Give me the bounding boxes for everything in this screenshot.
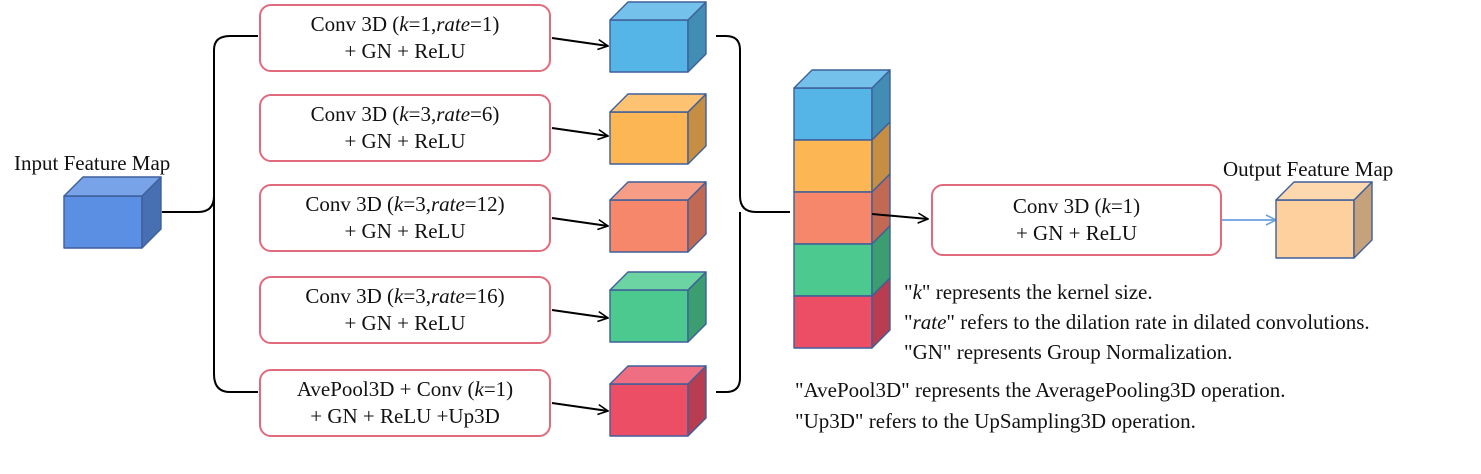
branch-box-3: Conv 3D (k=3,rate=12) + GN + ReLU [259, 184, 551, 252]
stack-layer-3-front [793, 191, 873, 245]
note-gn: "GN" represents Group Normalization. [904, 340, 1233, 364]
stack-layer-5-front [793, 295, 873, 349]
branch-cube-5-top [609, 365, 707, 385]
note-rate-word: rate [912, 310, 947, 334]
branch-4-mid: =3, [403, 283, 431, 308]
note-rate-text: " refers to the dilation rate in dilated… [946, 310, 1370, 334]
branch-cube-5 [609, 365, 707, 437]
branch-arrow-1 [551, 37, 608, 46]
stack-layer-5-side [871, 277, 891, 349]
branch-2-k: k [399, 101, 409, 126]
note-kernel-text: " represents the kernel size. [921, 280, 1153, 304]
concat-brace [716, 35, 790, 393]
branch-2-mid: =3, [408, 101, 437, 126]
branch-box-4: Conv 3D (k=3,rate=16) + GN + ReLU [259, 276, 551, 344]
branch-cubes [609, 1, 707, 437]
branch-3-rate: rate [430, 191, 465, 216]
branch-5-line2: + GN + ReLU +Up3D [310, 404, 500, 428]
output-cube-top [1275, 181, 1373, 201]
branch-cube-4 [609, 271, 707, 343]
branch-box-5: AvePool3D + Conv (k=1) + GN + ReLU +Up3D [259, 369, 551, 437]
output-feature-cube [1275, 181, 1373, 259]
branch-1-mid: =1, [408, 11, 437, 36]
stack-layer-5 [793, 277, 891, 349]
branch-3-k: k [394, 191, 404, 216]
stack-layer-2-front [793, 139, 873, 193]
input-cube-front [63, 195, 143, 249]
branch-1-pre: Conv 3D ( [310, 11, 400, 36]
branch-cube-1-front [609, 19, 689, 73]
output-cube-front [1275, 199, 1355, 259]
branch-5-mid: =1) [483, 376, 514, 401]
final-conv-box: Conv 3D (k=1) + GN + ReLU [931, 184, 1222, 256]
branch-1-line2: + GN + ReLU [344, 39, 466, 63]
branch-cube-1 [609, 1, 707, 73]
branch-cube-3-front [609, 199, 689, 253]
branch-cube-5-front [609, 383, 689, 437]
note-kernel: "k" represents the kernel size. [904, 280, 1153, 304]
branch-cube-2 [609, 93, 707, 165]
branch-arrow-2 [551, 127, 608, 136]
final-k: k [1101, 193, 1111, 218]
input-cube [63, 176, 162, 249]
branch-cube-3 [609, 181, 707, 253]
stack-layer-1-top [793, 69, 891, 89]
stack-layer-4 [793, 225, 891, 297]
input-label: Input Feature Map [14, 151, 171, 175]
concat-arrow [871, 214, 928, 219]
branch-1-k: k [399, 11, 409, 36]
stack-layer-4-front [793, 243, 873, 297]
note-up3d: "Up3D" refers to the UpSampling3D operat… [795, 409, 1196, 433]
final-line2: + GN + ReLU [1015, 221, 1138, 245]
branch-box-2: Conv 3D (k=3,rate=6) + GN + ReLU [259, 94, 551, 162]
branch-4-pre: Conv 3D ( [305, 283, 395, 308]
branch-4-line2: + GN + ReLU [344, 311, 466, 335]
output-cube [1275, 181, 1373, 259]
branch-5-k: k [474, 376, 484, 401]
stack-layer-1 [793, 69, 891, 141]
branch-box-1: Conv 3D (k=1,rate=1) + GN + ReLU [259, 4, 551, 72]
branch-2-line2: + GN + ReLU [344, 129, 466, 153]
branch-3-pre: Conv 3D ( [305, 191, 395, 216]
branch-4-k: k [394, 283, 404, 308]
note-avepool: "AvePool3D" represents the AveragePoolin… [795, 378, 1286, 402]
branch-3-line2: + GN + ReLU [344, 219, 466, 243]
stack-layer-1-front [793, 87, 873, 141]
branch-3-post: =12) [464, 191, 505, 216]
input-feature-cube [63, 176, 162, 249]
branch-cube-4-top [609, 271, 707, 291]
branch-arrows [551, 37, 608, 411]
branch-cube-4-front [609, 289, 689, 343]
final-post: =1) [1110, 193, 1141, 218]
output-label: Output Feature Map [1223, 157, 1394, 181]
branch-arrow-5 [551, 402, 608, 411]
branch-5-pre: AvePool3D + Conv ( [296, 376, 475, 401]
branch-cube-1-top [609, 1, 707, 21]
branch-1-post: =1) [470, 11, 500, 36]
branch-4-rate: rate [430, 283, 465, 308]
branch-4-post: =16) [464, 283, 505, 308]
branch-3-mid: =3, [403, 191, 431, 216]
branch-2-post: =6) [470, 101, 500, 126]
branch-cube-3-top [609, 181, 707, 201]
input-brace [162, 35, 258, 393]
branch-1-rate: rate [436, 11, 471, 36]
branch-cube-2-front [609, 111, 689, 165]
branch-arrow-3 [551, 217, 608, 226]
note-rate: "rate" refers to the dilation rate in di… [904, 310, 1370, 334]
branch-arrow-4 [551, 309, 608, 318]
branch-cube-2-top [609, 93, 707, 113]
note-kernel-k: k [912, 280, 922, 304]
input-cube-top [63, 176, 162, 197]
final-pre: Conv 3D ( [1012, 193, 1102, 218]
branch-2-rate: rate [436, 101, 471, 126]
branch-2-pre: Conv 3D ( [310, 101, 400, 126]
concatenated-feature-stack [793, 69, 891, 349]
